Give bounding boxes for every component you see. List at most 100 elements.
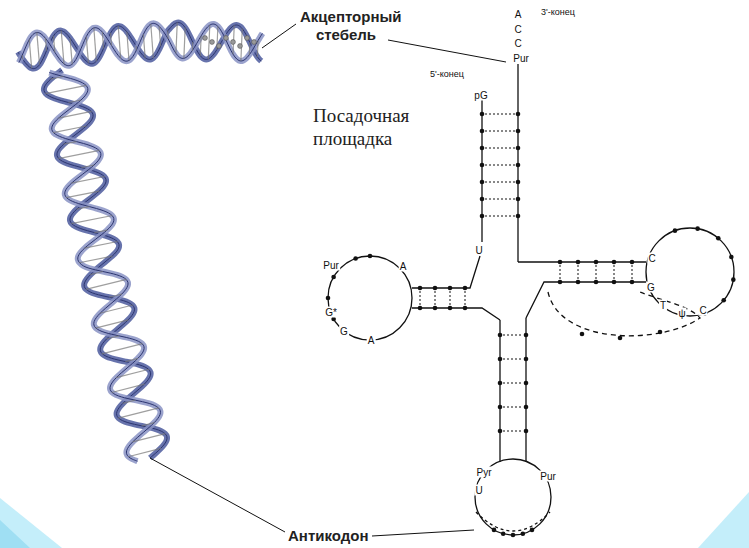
base-stick xyxy=(86,279,127,289)
base-stick xyxy=(143,34,145,57)
base-stick xyxy=(69,100,82,103)
base-pair xyxy=(485,131,515,132)
base-stick xyxy=(106,336,119,339)
nucleotide xyxy=(612,260,617,265)
nucleotide xyxy=(480,112,485,117)
nucleotide-letter: A xyxy=(514,9,523,20)
label-holder: 5'-конец xyxy=(429,69,465,79)
base-stick xyxy=(249,42,251,55)
region-label: Посадочная площадка xyxy=(313,104,443,150)
variable-loop xyxy=(548,292,700,336)
base-stick xyxy=(159,26,161,46)
nucleotide-letter: A xyxy=(367,335,376,346)
nucleotide xyxy=(530,528,535,533)
nucleotide xyxy=(721,298,726,303)
nucleotide xyxy=(480,197,485,202)
nucleotide-letter: T xyxy=(659,300,667,311)
base-stick xyxy=(100,305,133,313)
nucleotide-letter: U xyxy=(474,245,483,256)
nucleotide xyxy=(492,528,497,533)
leader-line xyxy=(388,40,506,62)
base-pair xyxy=(485,216,515,217)
atom xyxy=(203,36,208,41)
base-stick xyxy=(257,40,259,56)
base-pair xyxy=(435,291,436,305)
nucleotide xyxy=(511,533,516,538)
label-holder: pG xyxy=(473,90,488,101)
base-stick xyxy=(102,32,103,48)
nucleotide-letter: A xyxy=(399,261,408,272)
label-holder: A xyxy=(367,335,376,346)
base-stick xyxy=(128,448,161,456)
strand xyxy=(499,320,500,462)
nucleotide xyxy=(326,296,331,301)
label-holder: C xyxy=(513,38,522,49)
end-label: 3'-конец xyxy=(540,7,576,17)
t-loop xyxy=(646,228,734,316)
base-pair xyxy=(485,165,515,166)
base-pair xyxy=(503,431,523,432)
nucleotide xyxy=(630,280,635,285)
corner-decoration xyxy=(698,492,749,548)
nucleotide-letter: G* xyxy=(324,307,338,318)
nucleotide-letter: Pur xyxy=(322,260,340,271)
base-pair xyxy=(614,265,615,279)
nucleotide xyxy=(516,197,521,202)
trna-cloverleaf xyxy=(150,24,734,536)
label-holder: C xyxy=(647,253,656,264)
base-stick xyxy=(22,55,24,59)
base-stick xyxy=(110,33,112,46)
atom xyxy=(245,36,250,41)
corner-decoration xyxy=(0,520,30,548)
nucleotide xyxy=(463,306,468,311)
base-stick xyxy=(118,26,120,58)
part-label: Акцепторный стебель xyxy=(300,8,392,44)
base-stick xyxy=(71,215,112,223)
strand xyxy=(525,318,526,462)
base-stick xyxy=(95,320,128,328)
label-holder: U xyxy=(474,245,483,256)
strand xyxy=(412,256,480,288)
nucleotide xyxy=(498,333,503,338)
nucleotide xyxy=(729,255,734,260)
nucleotide xyxy=(630,260,635,265)
atom xyxy=(217,44,222,49)
label-holder: G xyxy=(339,326,349,337)
nucleotide xyxy=(521,531,526,536)
base-stick xyxy=(109,294,122,297)
label-holder: Антикодон xyxy=(288,527,368,545)
base-stick xyxy=(133,434,166,442)
base-stick xyxy=(64,142,77,145)
label-holder: A xyxy=(514,9,523,20)
strand xyxy=(481,100,482,242)
base-stick xyxy=(200,36,202,56)
base-stick xyxy=(127,32,129,61)
nucleotide-dots xyxy=(326,112,736,538)
base-stick xyxy=(61,30,64,64)
nucleotide xyxy=(516,214,521,219)
base-pair xyxy=(596,265,597,279)
base-pair xyxy=(485,148,515,149)
base-pair xyxy=(503,335,523,336)
nucleotide-letter: Pyr xyxy=(476,467,493,478)
base-stick xyxy=(84,242,117,249)
end-label: 5'-конец xyxy=(429,69,465,79)
anticodon-bracket xyxy=(476,512,550,531)
trna-3d-model xyxy=(18,22,262,461)
label-holder: Pur xyxy=(512,53,530,64)
nucleotide-letter: U xyxy=(474,485,483,496)
nucleotide xyxy=(480,180,485,185)
label-holder: Pyr xyxy=(476,467,493,478)
nucleotide xyxy=(594,280,599,285)
nucleotide xyxy=(368,254,373,259)
nucleotide xyxy=(612,280,617,285)
base-stick xyxy=(45,85,86,93)
nucleotide xyxy=(524,429,529,434)
nucleotide xyxy=(480,163,485,168)
backbone-edge xyxy=(49,73,160,462)
nucleotide xyxy=(516,146,521,151)
base-stick xyxy=(102,344,143,354)
nucleotide-letter: C xyxy=(513,38,522,49)
nucleotide xyxy=(673,228,678,233)
label-holder: G* xyxy=(324,307,338,318)
